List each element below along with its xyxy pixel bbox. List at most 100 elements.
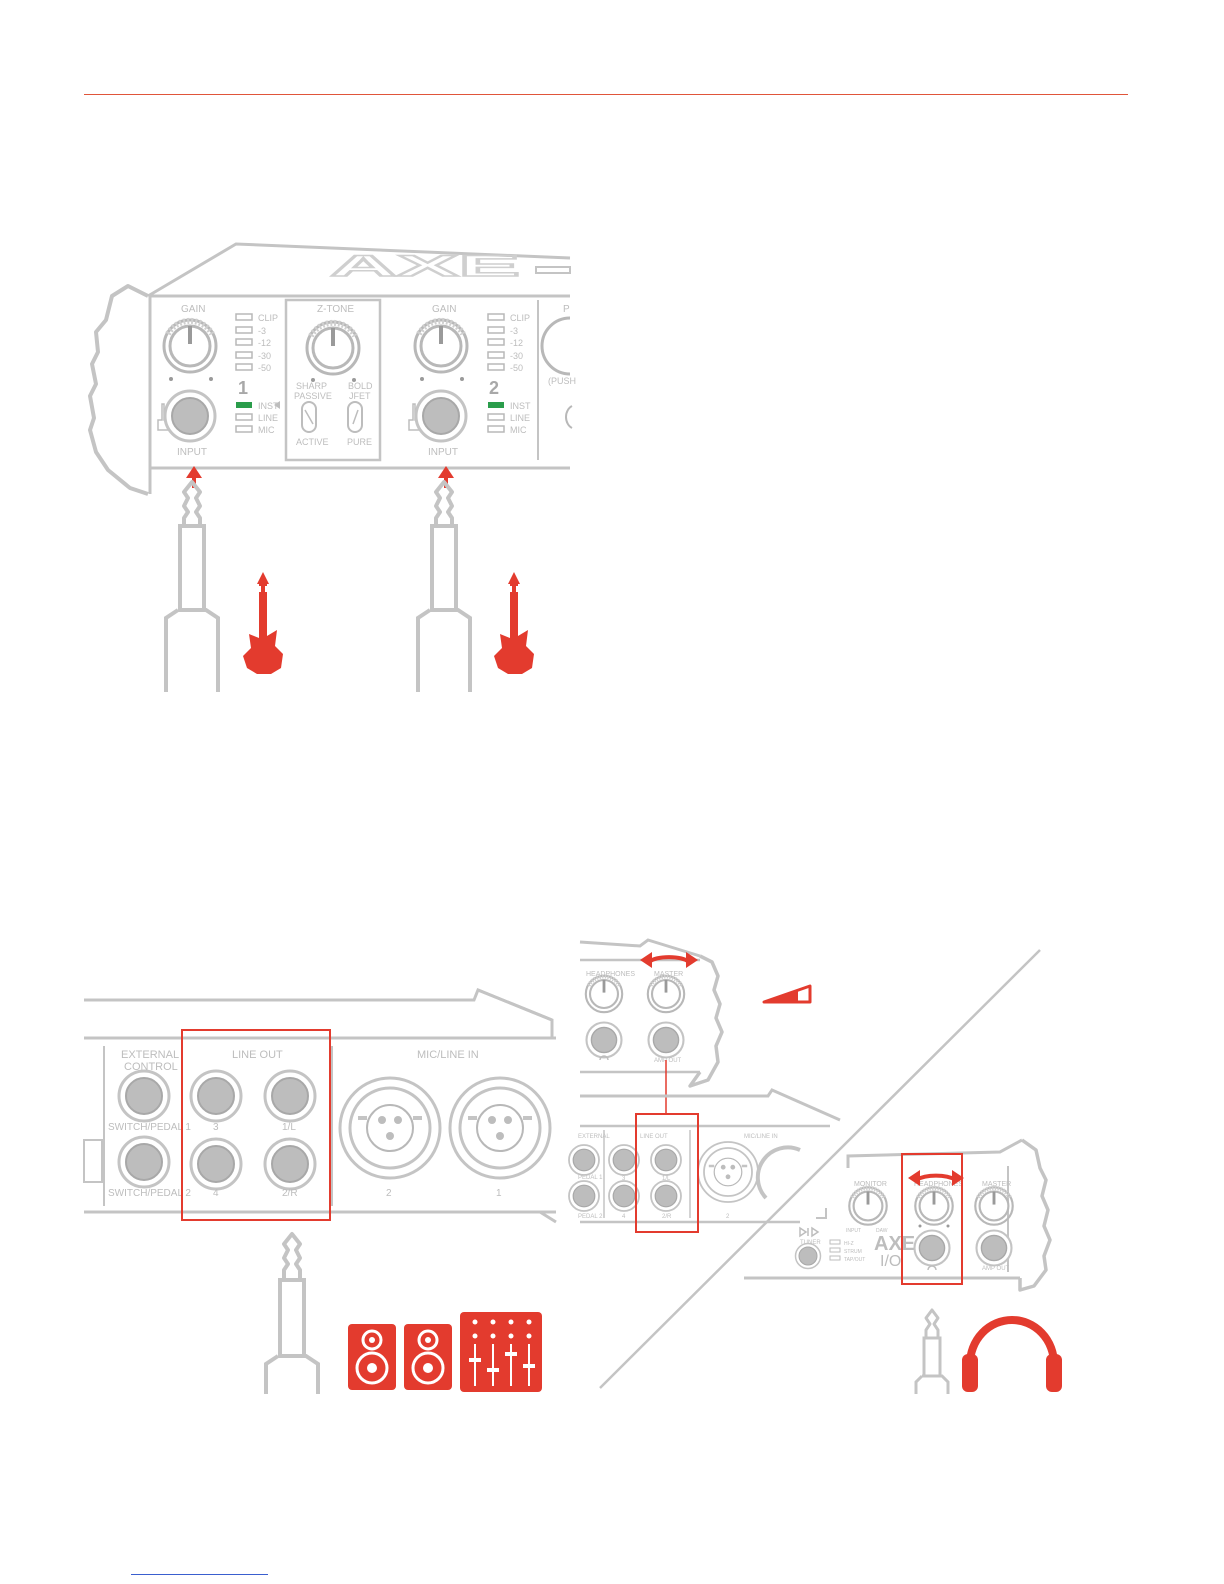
ch2-gain-label: GAIN <box>432 304 456 315</box>
ztone-jfet: JFET <box>349 391 371 401</box>
ch1-mode-leds: INST LINE MIC <box>235 401 280 435</box>
axe-logo-top: AXE <box>874 1233 915 1255</box>
ch2-gain-knob[interactable] <box>415 320 467 372</box>
mini-rear-jack-2r: 2/R <box>662 1214 672 1220</box>
headphone-jack[interactable] <box>913 1229 951 1267</box>
line-out-highlight <box>181 1029 331 1221</box>
rear-panel-diagram: EXTERNAL CONTROL SWITCH/PEDAL 1 SWITCH/P… <box>83 988 557 1394</box>
cut-section-label: (PUSH <box>548 376 576 386</box>
line-out-2r-label: 2/R <box>282 1188 298 1199</box>
top-logo: AXE <box>330 250 520 283</box>
small-headphone-jack[interactable] <box>585 1021 623 1059</box>
line-out-3-label: 3 <box>213 1122 219 1133</box>
small-master-knob[interactable] <box>648 976 684 1012</box>
status-leds: HI-Z STRUM TAP/OUT <box>829 1239 865 1263</box>
ch2-input-label: INPUT <box>428 447 458 458</box>
headphones-knob[interactable] <box>915 1187 952 1224</box>
headphones-label: HEADPHONES <box>914 1181 963 1188</box>
switch-pedal-2-jack[interactable] <box>117 1135 171 1189</box>
diagram-divider <box>599 949 1041 1389</box>
ch2-mode-mic: MIC <box>510 425 527 435</box>
jfet-pure-switch[interactable] <box>347 401 363 433</box>
headphones-icon <box>962 1316 1062 1392</box>
ch1-level-meter: CLIP -3 -12 -30 -50 <box>235 313 278 373</box>
mini-rear-xlr-label: 2 <box>726 1214 730 1220</box>
mini-rear-jack-1l: 1/L <box>662 1176 671 1182</box>
ch1-meter-30: -30 <box>258 351 271 361</box>
ch1-number: 1 <box>238 378 248 398</box>
headphone-master-diagram: HEADPHONES MASTER AMP OUT EXTERNAL PEDAL… <box>568 938 1062 1394</box>
mini-rear-jack-3: 3 <box>622 1176 626 1182</box>
ch1-mode-line: LINE <box>258 413 278 423</box>
led-hiz: HI-Z <box>844 1241 854 1247</box>
external-control-label-1: EXTERNAL <box>121 1049 179 1061</box>
ch1-mode-inst: INST <box>258 401 279 411</box>
line-out-label: LINE OUT <box>232 1049 283 1061</box>
ch2-mode-line: LINE <box>510 413 530 423</box>
mini-line-out-1l <box>650 1144 682 1176</box>
mini-rear-micline-label: MIC/LINE IN <box>744 1134 778 1140</box>
small-amp-out-label: AMP OUT <box>654 1058 682 1064</box>
line-out-plug <box>264 1232 320 1394</box>
external-control-label-2: CONTROL <box>124 1061 178 1073</box>
small-headphones-knob[interactable] <box>586 976 622 1012</box>
line-out-4-jack[interactable] <box>189 1137 243 1191</box>
mini-rear-jack-4: 4 <box>622 1214 626 1220</box>
mic-line-in-label: MIC/LINE IN <box>417 1049 479 1061</box>
line-out-2r-jack[interactable] <box>263 1137 317 1191</box>
line-out-3-jack[interactable] <box>189 1069 243 1123</box>
header-rule <box>84 94 1128 95</box>
led-strum: STRUM <box>844 1249 862 1255</box>
tuner-jack[interactable] <box>794 1242 822 1270</box>
monitor-input-label: INPUT <box>846 1228 861 1234</box>
mic-line-in-1-xlr[interactable] <box>448 1076 552 1180</box>
led-tap: TAP/OUT <box>844 1257 865 1263</box>
cut-section-letter: P <box>563 304 570 315</box>
footer-link-underline[interactable] <box>131 1574 268 1575</box>
ch2-mode-leds: INST LINE MIC <box>487 401 531 435</box>
mic-line-in-2-label: 2 <box>386 1188 392 1199</box>
ch2-meter-50: -50 <box>510 363 523 373</box>
ch1-guitar-icon-red <box>243 572 283 674</box>
small-amp-out-jack[interactable] <box>647 1021 685 1059</box>
monitor-speaker-left-icon <box>346 1322 398 1392</box>
mini-line-out-3 <box>608 1144 640 1176</box>
ch1-input-label: INPUT <box>177 447 207 458</box>
mini-line-out-2r <box>650 1180 682 1212</box>
line-out-1l-label: 1/L <box>282 1122 296 1133</box>
mini-rear-lineout-label: LINE OUT <box>640 1134 668 1140</box>
small-master-label: MASTER <box>654 971 683 978</box>
monitor-daw-label: DAW <box>876 1228 888 1234</box>
ch1-meter-clip: CLIP <box>258 313 278 323</box>
ch2-meter-clip: CLIP <box>510 313 530 323</box>
monitor-speaker-right-icon <box>402 1322 454 1392</box>
ch1-meter-50: -50 <box>258 363 271 373</box>
ch2-level-meter: CLIP -3 -12 -30 -50 <box>487 313 530 373</box>
line-out-1l-jack[interactable] <box>263 1069 317 1123</box>
ch2-number: 2 <box>489 378 499 398</box>
ch1-gain-knob[interactable] <box>164 320 216 372</box>
mixer-icon <box>460 1312 542 1392</box>
passive-active-switch[interactable] <box>301 401 317 433</box>
ch2-meter-12: -12 <box>510 338 523 348</box>
ch1-instrument-plug <box>164 480 220 694</box>
mini-line-out-4 <box>608 1180 640 1212</box>
tuner-icon <box>799 1226 820 1238</box>
mic-line-in-2-xlr[interactable] <box>338 1076 442 1180</box>
ztone-pure: PURE <box>347 437 372 447</box>
mini-rear-ext-label: EXTERNAL <box>578 1134 610 1140</box>
front-panel-diagram: AXE GAIN CLIP -3 -12 -30 -50 1 INST LINE… <box>88 242 576 694</box>
ztone-active: ACTIVE <box>296 437 329 447</box>
ztone-passive: PASSIVE <box>294 391 332 401</box>
ztone-knob[interactable] <box>307 322 359 374</box>
master-knob[interactable] <box>975 1187 1012 1224</box>
switch-pedal-1-jack[interactable] <box>117 1069 171 1123</box>
master-label: MASTER <box>982 1181 1011 1188</box>
ch1-gain-label: GAIN <box>181 304 205 315</box>
monitor-knob[interactable] <box>849 1187 886 1224</box>
line-out-4-label: 4 <box>213 1188 219 1199</box>
ch2-input-jack[interactable] <box>414 389 468 443</box>
amp-out-jack[interactable] <box>975 1229 1013 1267</box>
ch1-input-jack[interactable] <box>163 389 217 443</box>
